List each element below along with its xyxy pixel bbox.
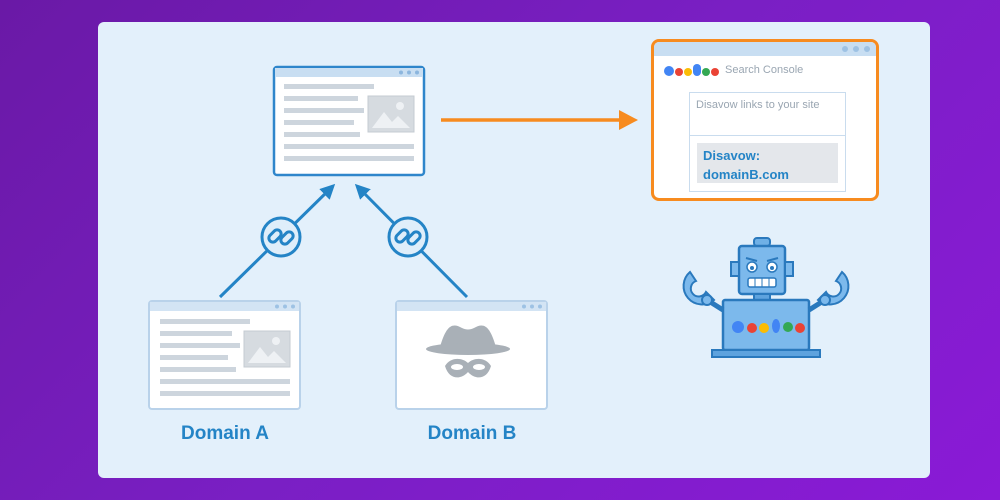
image-placeholder-icon	[243, 330, 291, 368]
robot-icon	[682, 237, 850, 358]
target-page-window	[272, 65, 426, 177]
domain-a-window	[148, 300, 301, 410]
disavow-form: Disavow links to your site Disavow: doma…	[689, 92, 846, 192]
domain-b-window	[395, 300, 548, 410]
google-logo-icon	[664, 64, 719, 76]
arrow-right-icon	[441, 110, 638, 130]
disavow-entry-domain: domainB.com	[703, 167, 789, 182]
console-title: Search Console	[725, 64, 804, 76]
link-icon	[260, 216, 302, 258]
domain-b-label: Domain B	[427, 423, 517, 444]
image-placeholder-icon	[367, 95, 415, 133]
spy-hat-icon	[426, 325, 510, 378]
console-header: Search Console	[664, 64, 803, 76]
disavow-form-label: Disavow links to your site	[696, 99, 820, 111]
domain-a-label: Domain A	[181, 423, 269, 444]
window-title-bar	[654, 42, 876, 56]
disavow-entry: Disavow: domainB.com	[697, 143, 838, 183]
search-console-window: Search Console Disavow links to your sit…	[651, 39, 879, 201]
link-icon	[387, 216, 429, 258]
disavow-entry-label: Disavow:	[703, 148, 761, 163]
